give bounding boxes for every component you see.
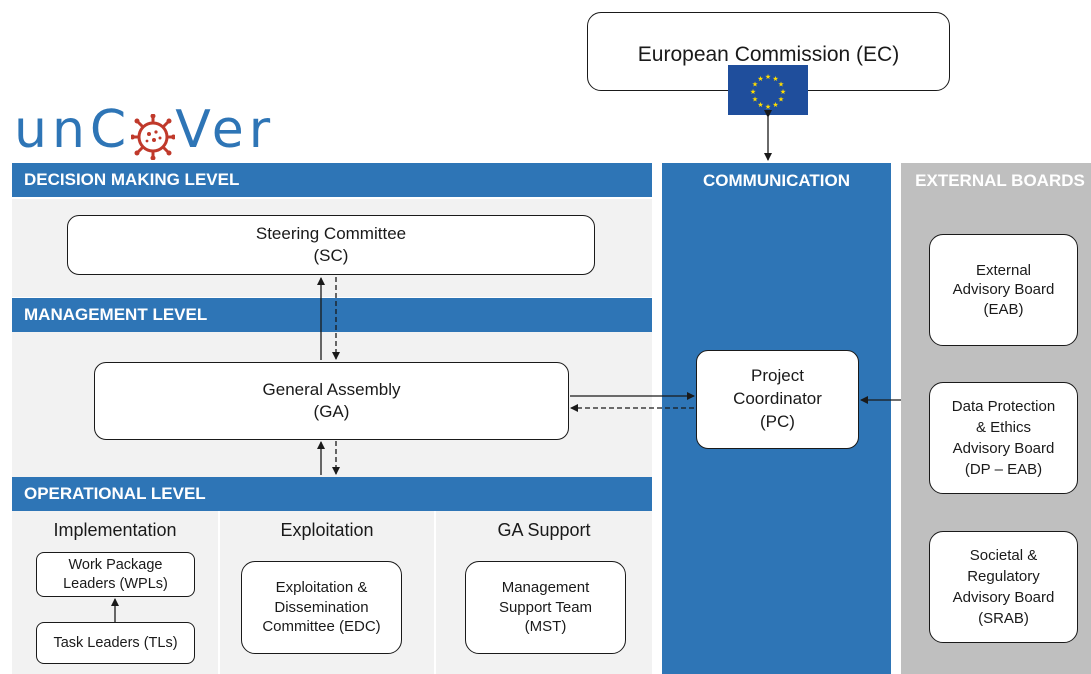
svg-text:★: ★: [757, 101, 763, 109]
exploitation-dissemination-committee-box: Exploitation & Dissemination Committee (…: [241, 561, 402, 654]
project-coordinator-box: Project Coordinator (PC): [696, 350, 859, 449]
svg-text:★: ★: [778, 81, 784, 89]
decision-making-level-band: DECISION MAKING LEVEL: [12, 163, 652, 197]
band-label: OPERATIONAL LEVEL: [24, 484, 206, 503]
societal-regulatory-advisory-board-box: Societal & Regulatory Advisory Board (SR…: [929, 531, 1078, 643]
svg-text:★: ★: [780, 88, 786, 96]
general-assembly-box: General Assembly (GA): [94, 362, 569, 440]
svg-text:★: ★: [772, 101, 778, 109]
ga-support-heading: GA Support: [497, 520, 591, 540]
external-boards-header: EXTERNAL BOARDS: [915, 171, 1085, 190]
european-commission-label: European Commission (EC): [637, 43, 900, 66]
svg-text:★: ★: [765, 73, 771, 81]
svg-text:★: ★: [757, 75, 763, 83]
virus-icon: [131, 108, 176, 160]
svg-text:★: ★: [752, 96, 758, 104]
svg-text:★: ★: [750, 88, 756, 96]
management-support-team-box: Management Support Team (MST): [465, 561, 626, 654]
implementation-heading: Implementation: [53, 520, 177, 540]
external-advisory-board-box: External Advisory Board (EAB): [929, 234, 1078, 346]
operational-divider: [434, 511, 436, 674]
svg-text:★: ★: [752, 81, 758, 89]
svg-text:★: ★: [765, 103, 771, 111]
work-package-leaders-box: Work Package Leaders (WPLs): [36, 552, 195, 597]
management-level-band: MANAGEMENT LEVEL: [12, 298, 652, 332]
logo-text-start: unC: [14, 100, 132, 160]
operational-level-band: OPERATIONAL LEVEL: [12, 477, 652, 511]
svg-text:★: ★: [778, 96, 784, 104]
exploitation-heading: Exploitation: [280, 520, 374, 540]
task-leaders-box: Task Leaders (TLs): [36, 622, 195, 664]
uncover-logo: unC Ver: [14, 100, 324, 160]
data-protection-ethics-advisory-board-box: Data Protection & Ethics Advisory Board …: [929, 382, 1078, 494]
band-label: DECISION MAKING LEVEL: [24, 170, 240, 189]
operational-divider: [218, 511, 220, 674]
svg-text:★: ★: [772, 75, 778, 83]
steering-committee-box: Steering Committee (SC): [67, 215, 595, 275]
logo-text-end: Ver: [175, 100, 276, 160]
eu-flag-icon: ★★★ ★★★ ★★★ ★★★: [728, 65, 808, 115]
communication-header: COMMUNICATION: [703, 171, 850, 190]
band-label: MANAGEMENT LEVEL: [24, 305, 208, 324]
